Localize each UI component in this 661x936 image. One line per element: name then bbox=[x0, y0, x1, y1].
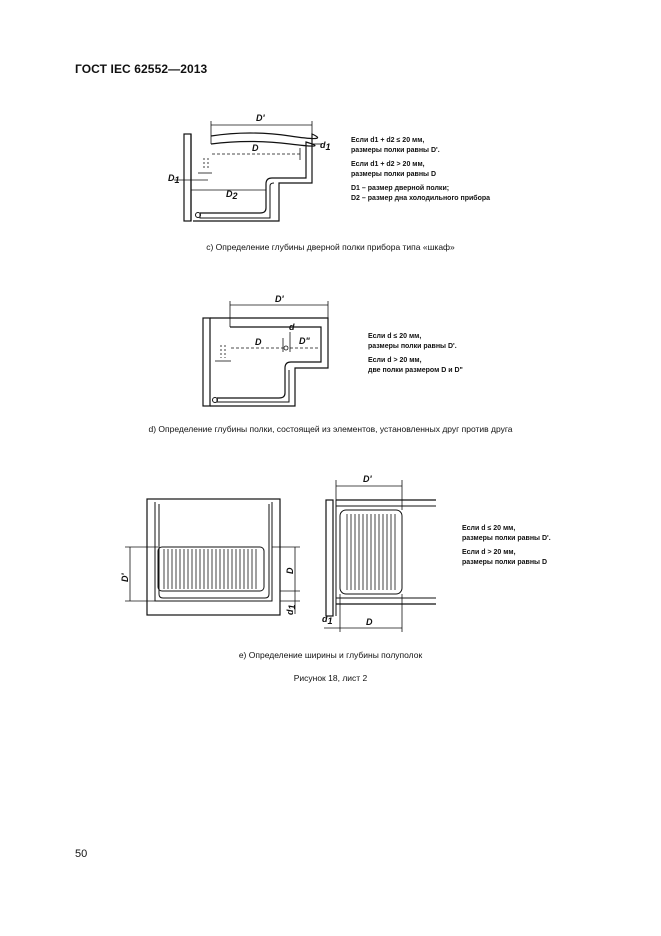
label-d-prime-horizontal: D' bbox=[363, 474, 372, 484]
figure-c-diagram: D' D d1 D1 D2 bbox=[168, 113, 331, 222]
cabinet-outline bbox=[210, 317, 329, 407]
document-header: ГОСТ IEC 62552—2013 bbox=[75, 62, 208, 76]
label-D1: D1 bbox=[168, 173, 180, 185]
figure-c-caption: c) Определение глубины дверной полки при… bbox=[206, 242, 455, 252]
label-small-d: d bbox=[289, 322, 295, 332]
label-d: D bbox=[252, 143, 259, 153]
shelf-ribs bbox=[163, 549, 257, 589]
figure-d-caption: d) Определение глубины полки, состоящей … bbox=[148, 424, 513, 434]
door-wall bbox=[325, 499, 334, 617]
figure-e-notes: Если d ≤ 20 мм, размеры полки равны D'. … bbox=[462, 525, 551, 566]
label-d-horizontal: D bbox=[366, 617, 373, 627]
cabinet-outline bbox=[146, 498, 281, 616]
half-shelf bbox=[339, 509, 403, 595]
label-d1-vertical: d1 bbox=[285, 604, 297, 615]
label-d: D bbox=[255, 337, 262, 347]
door-wall bbox=[183, 133, 192, 222]
figure-title: Рисунок 18, лист 2 bbox=[293, 673, 368, 683]
cabinet-outline bbox=[193, 132, 318, 222]
figure-d-diagram: D' D D" d bbox=[202, 294, 329, 407]
label-D2: D2 bbox=[226, 189, 238, 201]
figure-e-caption: е) Определение ширины и глубины полуполо… bbox=[238, 650, 423, 660]
figure-e-front-view: D' D d1 bbox=[120, 498, 300, 616]
label-d1-horizontal: d1 bbox=[322, 614, 333, 626]
door-wall bbox=[202, 317, 211, 407]
label-d-prime-vertical: D' bbox=[120, 573, 130, 582]
label-d-prime: D' bbox=[275, 294, 284, 304]
figure-e-side-view: D' d1 D bbox=[322, 474, 436, 632]
shelf-ribs bbox=[346, 514, 396, 590]
figure-d-notes: Если d ≤ 20 мм, размеры полки равны D'. … bbox=[368, 333, 463, 374]
half-shelf bbox=[157, 546, 265, 592]
label-d1: d1 bbox=[320, 140, 331, 152]
label-d-double: D" bbox=[299, 336, 310, 346]
label-d-vertical: D bbox=[285, 567, 295, 574]
label-d-prime: D' bbox=[256, 113, 265, 123]
figure-c-notes: Если d1 + d2 ≤ 20 мм, размеры полки равн… bbox=[351, 137, 491, 202]
page-number: 50 bbox=[75, 848, 88, 860]
